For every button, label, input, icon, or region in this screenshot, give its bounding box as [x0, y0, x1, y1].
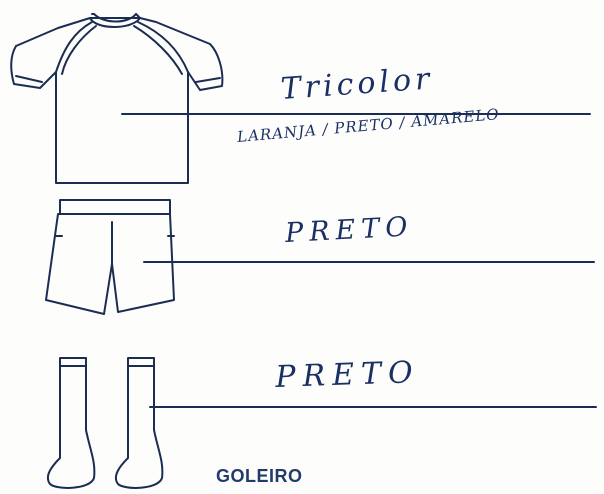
shirt-outline [10, 13, 224, 184]
goleiro-title: GOLEIRO [216, 466, 303, 486]
socks-outline [46, 357, 164, 489]
socks-color-label: PRETO [274, 354, 421, 395]
shorts-outline [45, 199, 175, 315]
